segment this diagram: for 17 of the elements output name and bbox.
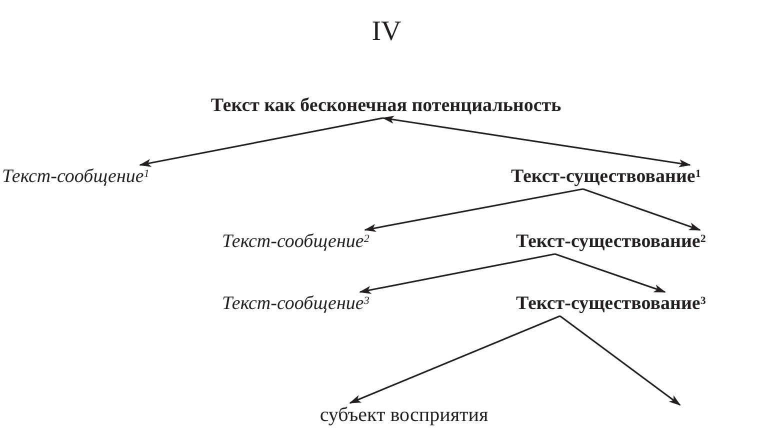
node-text: Текст как бесконечная потенциальность — [210, 95, 562, 117]
arrow — [560, 315, 681, 406]
node-text: Текст-существование$^{3}$ — [516, 293, 706, 315]
arrow — [582, 188, 701, 231]
node-text: Текст-сообщение$^{2}$ — [222, 231, 370, 253]
arrow — [382, 116, 691, 168]
arrow — [554, 253, 666, 293]
arrow — [139, 117, 384, 167]
node-text: Текст-сообщение$^{3}$ — [222, 293, 370, 315]
node-text: Текст-существование$^{2}$ — [516, 231, 706, 253]
diagram-title: IV — [372, 18, 402, 46]
node-text: Текст-существование$^{1}$ — [511, 166, 701, 188]
arrow — [349, 315, 560, 404]
node-text: Текст-сообщение$^{1}$ — [2, 166, 150, 188]
node-text: субъект восприятия — [320, 404, 488, 426]
arrow — [359, 253, 556, 294]
arrow — [364, 188, 584, 232]
